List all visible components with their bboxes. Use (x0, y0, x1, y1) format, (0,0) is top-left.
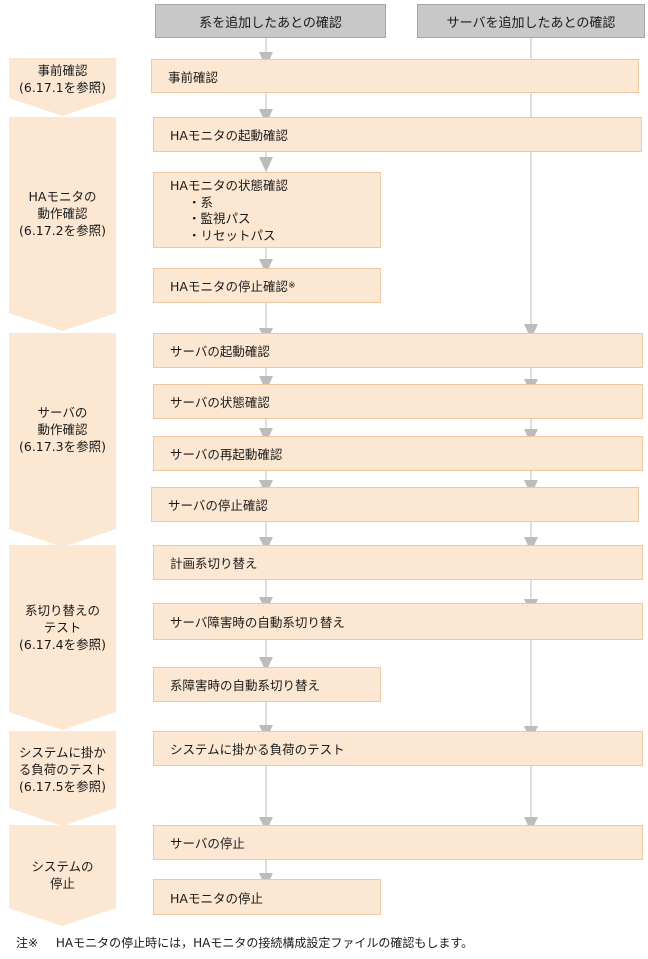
step-ha-shutdown: HAモニタの停止 (153, 879, 381, 915)
arrow-down-icon (259, 157, 273, 172)
phase-label-line: システムの (31, 859, 94, 874)
footnote-mark: ※ (287, 280, 296, 291)
step-label: サーバ障害時の自動系切り替え (170, 615, 345, 630)
phase-label-ha-monitor: HAモニタの 動作確認 (6.17.2を参照) (9, 188, 116, 239)
arrow-down-icon (259, 109, 273, 124)
arrow-down-icon (259, 817, 273, 832)
phase-label-line: 動作確認 (37, 422, 88, 437)
step-label: サーバの停止 (170, 836, 245, 851)
phase-label-line: (6.17.2を参照) (18, 223, 106, 238)
phase-label-line: 系切り替えの (24, 603, 100, 618)
column-header-system: 系を追加したあとの確認 (155, 4, 386, 38)
phase-switch-test (9, 545, 116, 730)
arrow-down-icon (259, 428, 273, 443)
column-header-server: サーバを追加したあとの確認 (417, 4, 645, 38)
ha-state-item-reset-path: ・リセットパス (188, 227, 276, 243)
phase-label-line: る負荷のテスト (18, 762, 107, 777)
phase-label-load-test: システムに掛か る負荷のテスト (6.17.5を参照) (9, 744, 116, 795)
step-server-failure-switch: サーバ障害時の自動系切り替え (153, 603, 643, 640)
step-server-state: サーバの状態確認 (153, 384, 643, 419)
phase-label-line: テスト (43, 620, 82, 635)
step-label: HAモニタの停止確認 (170, 279, 288, 294)
arrow-down-icon (259, 259, 273, 274)
step-label: 事前確認 (168, 69, 219, 85)
step-label: システムに掛かる負荷のテスト (170, 742, 345, 757)
step-server-start: サーバの起動確認 (153, 333, 643, 368)
step-label: サーバの停止確認 (168, 498, 268, 513)
phase-label-pre-check: 事前確認 (6.17.1を参照) (9, 62, 116, 96)
step-server-stop: サーバの停止確認 (151, 487, 639, 522)
arrow-down-icon (524, 324, 538, 339)
phase-label-line: (6.17.5を参照) (18, 779, 106, 794)
step-planned-switch: 計画系切り替え (153, 545, 643, 580)
arrow-down-icon (524, 817, 538, 832)
step-ha-start: HAモニタの起動確認 (153, 117, 642, 152)
footnote-text: HAモニタの停止時には，HAモニタの接続構成設定ファイルの確認もします。 (55, 936, 474, 950)
step-server-restart: サーバの再起動確認 (153, 436, 643, 471)
arrow-down-icon (259, 657, 273, 672)
phase-label-line: HAモニタの (28, 189, 97, 204)
step-label: 系障害時の自動系切り替え (170, 678, 321, 693)
phase-label-stop: システムの 停止 (9, 858, 116, 892)
step-label: 計画系切り替え (170, 556, 258, 571)
arrow-down-icon (524, 537, 538, 552)
footnote: 注※ HAモニタの停止時には，HAモニタの接続構成設定ファイルの確認もします。 (16, 934, 473, 951)
phase-label-line: システムに掛か (18, 745, 107, 760)
phase-label-line: (6.17.1を参照) (18, 80, 106, 95)
phase-ha-monitor (9, 117, 116, 331)
step-pre-check: 事前確認 (151, 59, 639, 93)
step-label: サーバの状態確認 (170, 395, 270, 410)
phase-label-line: サーバの (37, 405, 88, 420)
phase-label-switch-test: 系切り替えの テスト (6.17.4を参照) (9, 602, 116, 653)
step-load-test: システムに掛かる負荷のテスト (153, 731, 643, 766)
phase-server (9, 333, 116, 547)
phase-load-test (9, 731, 116, 826)
phase-label-line: 事前確認 (37, 63, 88, 78)
step-system-failure-switch: 系障害時の自動系切り替え (153, 667, 381, 702)
phase-label-line: (6.17.4を参照) (18, 637, 106, 652)
phase-stop (9, 825, 116, 926)
step-label: HAモニタの状態確認 (170, 178, 288, 193)
step-ha-stop: HAモニタの停止確認※ (153, 268, 381, 303)
step-label: サーバの起動確認 (170, 344, 270, 359)
arrow-down-icon (259, 537, 273, 552)
phase-label-line: 停止 (49, 876, 75, 891)
phase-label-line: (6.17.3を参照) (18, 439, 106, 454)
step-server-shutdown: サーバの停止 (153, 825, 643, 860)
phase-label-server: サーバの 動作確認 (6.17.3を参照) (9, 404, 116, 455)
arrow-down-icon (259, 376, 273, 391)
phase-label-line: 動作確認 (37, 206, 88, 221)
footnote-mark-label: 注※ (16, 936, 39, 950)
step-label: HAモニタの停止 (170, 890, 263, 906)
ha-state-item-monitor-path: ・監視パス (188, 211, 251, 226)
step-ha-state: HAモニタの状態確認 ・系 ・監視パス ・リセットパス (153, 172, 381, 248)
step-label: HAモニタの起動確認 (170, 128, 288, 143)
step-label: サーバの再起動確認 (170, 447, 283, 462)
ha-state-item-system: ・系 (188, 194, 214, 210)
